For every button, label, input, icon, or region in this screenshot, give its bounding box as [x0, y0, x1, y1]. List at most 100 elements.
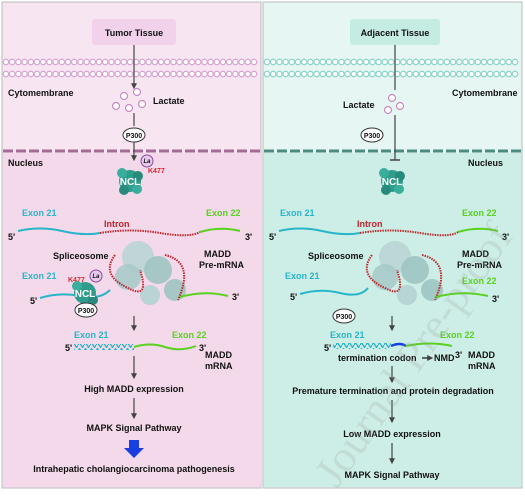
membrane-lipid [282, 70, 289, 78]
membrane-lipid [276, 58, 283, 66]
adjacent-p300-label: P300 [364, 133, 380, 140]
membrane-lipid [21, 70, 28, 78]
tumor-k477-label: K477 [148, 168, 165, 175]
membrane-lipid [52, 58, 59, 66]
tumor-lactyl-badge-2 [89, 269, 103, 283]
membrane-lipid [369, 58, 376, 66]
membrane-lipid [8, 58, 16, 66]
membrane-lipid [437, 70, 444, 78]
membrane-lipid [2, 58, 10, 66]
membrane-lipid [269, 70, 277, 78]
membrane-lipid [338, 58, 345, 66]
adjacent-ncl-label: NCL [382, 177, 403, 188]
blue-down-arrow-icon [124, 440, 144, 458]
membrane-lipid [307, 70, 314, 78]
tumor-step3: Intrahepatic cholangiocarcinoma pathogen… [33, 464, 235, 474]
membrane-lipid [194, 58, 202, 66]
adjacent-spliceosome-label: Spliceosome [308, 251, 364, 261]
membrane-lipid [486, 58, 494, 66]
membrane-lipid [108, 70, 115, 78]
membrane-lipid [163, 70, 171, 78]
tumor-header-box [92, 19, 176, 45]
membrane-lipid [139, 58, 146, 66]
membrane-lipid [462, 70, 469, 78]
tumor-cytomembrane-label: Cytomembrane [8, 88, 74, 98]
tumor-madd-mrna-line2: mRNA [205, 361, 233, 371]
membrane-lipid [70, 58, 78, 66]
membrane-lipid [151, 70, 159, 78]
membrane-lipid [319, 70, 327, 78]
adjacent-mrna-exon22 [405, 342, 453, 347]
tumor-ncl-label: NCL [120, 177, 141, 188]
membrane-lipid [89, 70, 97, 78]
tumor-mrna-exon21 [74, 344, 134, 350]
tumor-cytomembrane [2, 58, 258, 78]
membrane-lipid [201, 58, 208, 66]
membrane-lipid [170, 70, 177, 78]
tumor-p300-badge-2 [74, 302, 98, 318]
membrane-lipid [288, 58, 296, 66]
membrane-lipid [182, 70, 190, 78]
membrane-lipid [418, 70, 426, 78]
membrane-lipid [375, 70, 382, 78]
tumor-intron-strand [99, 229, 201, 237]
membrane-lipid [46, 58, 53, 66]
membrane-lipid [250, 58, 258, 66]
tumor-lactyl-label-2: La [92, 274, 100, 280]
membrane-lipid [468, 70, 475, 78]
membrane-lipid [201, 70, 208, 78]
membrane-lipid [126, 58, 134, 66]
tumor-nucleus-label: Nucleus [8, 158, 43, 168]
membrane-lipid [282, 58, 289, 66]
membrane-lipid [64, 58, 72, 66]
membrane-lipid [443, 70, 451, 78]
adjacent-3prime-2: 3' [492, 294, 499, 304]
adjacent-mrna-3prime: 3' [455, 350, 462, 360]
membrane-lipid [499, 70, 506, 78]
membrane-lipid [375, 58, 382, 66]
membrane-lipid [443, 58, 451, 66]
membrane-lipid [356, 58, 364, 66]
adjacent-exon21-label-2: Exon 21 [285, 271, 320, 281]
membrane-lipid [250, 70, 258, 78]
membrane-lipid [300, 70, 308, 78]
tumor-lactyl-badge [140, 154, 154, 168]
tumor-madd-pre-line2: Pre-mRNA [199, 260, 245, 270]
membrane-lipid [381, 58, 389, 66]
membrane-lipid [157, 58, 165, 66]
tumor-step2: MAPK Signal Pathway [86, 423, 181, 433]
adjacent-spliceosome-complex [365, 241, 443, 305]
membrane-lipid [431, 58, 438, 66]
membrane-lipid [151, 58, 159, 66]
tumor-nucleus-region [3, 153, 261, 487]
adjacent-exon21-strand [278, 227, 361, 236]
membrane-lipid [207, 70, 214, 78]
membrane-lipid [276, 70, 283, 78]
tumor-madd-pre-line1: MADD [204, 249, 231, 259]
membrane-lipid [52, 70, 59, 78]
membrane-lipid [8, 70, 16, 78]
tumor-premrna-5prime: 5' [8, 232, 15, 242]
membrane-lipid [27, 70, 35, 78]
membrane-lipid [58, 70, 66, 78]
membrane-lipid [412, 70, 420, 78]
adjacent-header: Adjacent Tissue [361, 28, 430, 38]
adjacent-lactate-dots [383, 93, 405, 115]
tumor-premrna-3prime: 3' [245, 232, 252, 242]
adjacent-mrna-5prime: 5' [324, 343, 331, 353]
adjacent-5prime-2: 5' [290, 292, 297, 302]
membrane-lipid [232, 70, 239, 78]
adjacent-mrna-exon22-label: Exon 22 [440, 330, 475, 340]
membrane-lipid [101, 58, 109, 66]
membrane-lipid [27, 58, 35, 66]
tumor-spliceosome-complex [108, 241, 186, 305]
membrane-lipid [176, 70, 183, 78]
membrane-lipid [431, 70, 438, 78]
membrane-lipid [225, 70, 233, 78]
tumor-ncl-label-2: NCL [75, 289, 96, 300]
membrane-lipid [188, 70, 196, 78]
membrane-lipid [449, 70, 457, 78]
adjacent-mrna-exon21-label: Exon 21 [330, 330, 365, 340]
membrane-lipid [313, 58, 320, 66]
